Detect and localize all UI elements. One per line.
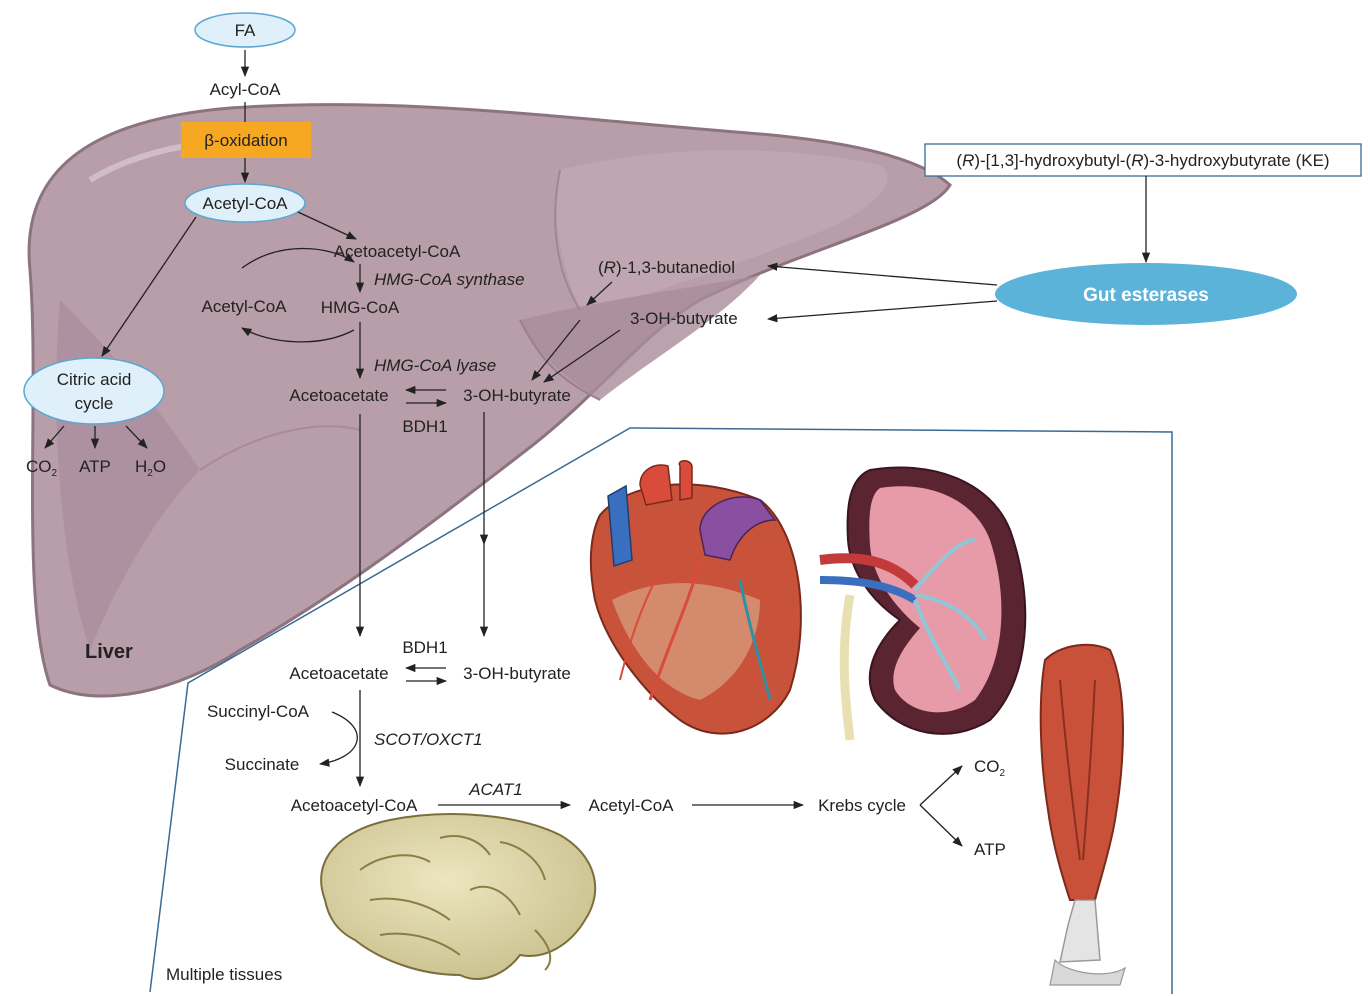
hmg-coa-synthase-label: HMG-CoA synthase [374,270,525,289]
succinate-label: Succinate [225,755,300,774]
acat1-label: ACAT1 [468,780,523,799]
acetoacetate-tissue-label: Acetoacetate [289,664,388,683]
atp-krebs-label: ATP [974,840,1006,859]
acetoacetyl-coa-tissue-label: Acetoacetyl-CoA [291,796,418,815]
multiple-tissues-label: Multiple tissues [166,965,282,984]
acetyl-coa-side-label: Acetyl-CoA [201,297,287,316]
butanediol-label: (R)-1,3-butanediol [598,258,735,277]
acetoacetyl-coa-liver-label: Acetoacetyl-CoA [334,242,461,261]
hydroxybutyrate-tissue-label: 3-OH-butyrate [463,664,571,683]
krebs-cycle-label: Krebs cycle [818,796,906,815]
citric-acid-line2: cycle [75,394,114,413]
co2-krebs-label: CO2 [974,757,1006,779]
gut-esterases-label: Gut esterases [1083,285,1209,306]
succinyl-coa-label: Succinyl-CoA [207,702,310,721]
acyl-coa-label: Acyl-CoA [210,80,282,99]
atp-liver-label: ATP [79,457,111,476]
heart-illustration [591,461,801,734]
acetyl-coa-liver-label: Acetyl-CoA [202,194,288,213]
leg-muscle-illustration [1041,645,1125,985]
hydroxybutyrate-gut-label: 3-OH-butyrate [630,309,738,328]
citric-acid-line1: Citric acid [57,370,132,389]
acetyl-coa-tissue-label: Acetyl-CoA [588,796,674,815]
ke-label: (R)-[1,3]-hydroxybutyl-(R)-3-hydroxybuty… [956,151,1329,170]
hmg-coa-label: HMG-CoA [321,298,400,317]
beta-oxidation-label: β-oxidation [204,131,288,150]
fa-label: FA [235,21,256,40]
bdh1-liver-label: BDH1 [402,417,447,436]
bdh1-tissue-label: BDH1 [402,638,447,657]
hydroxybutyrate-liver-label: 3-OH-butyrate [463,386,571,405]
scot-oxct1-label: SCOT/OXCT1 [374,730,483,749]
liver-label: Liver [85,641,133,663]
acetoacetate-liver-label: Acetoacetate [289,386,388,405]
brain-illustration [321,814,595,979]
hmg-coa-lyase-label: HMG-CoA lyase [374,356,496,375]
citric-acid-cycle-ellipse [24,358,164,424]
kidney-illustration [820,468,1025,741]
